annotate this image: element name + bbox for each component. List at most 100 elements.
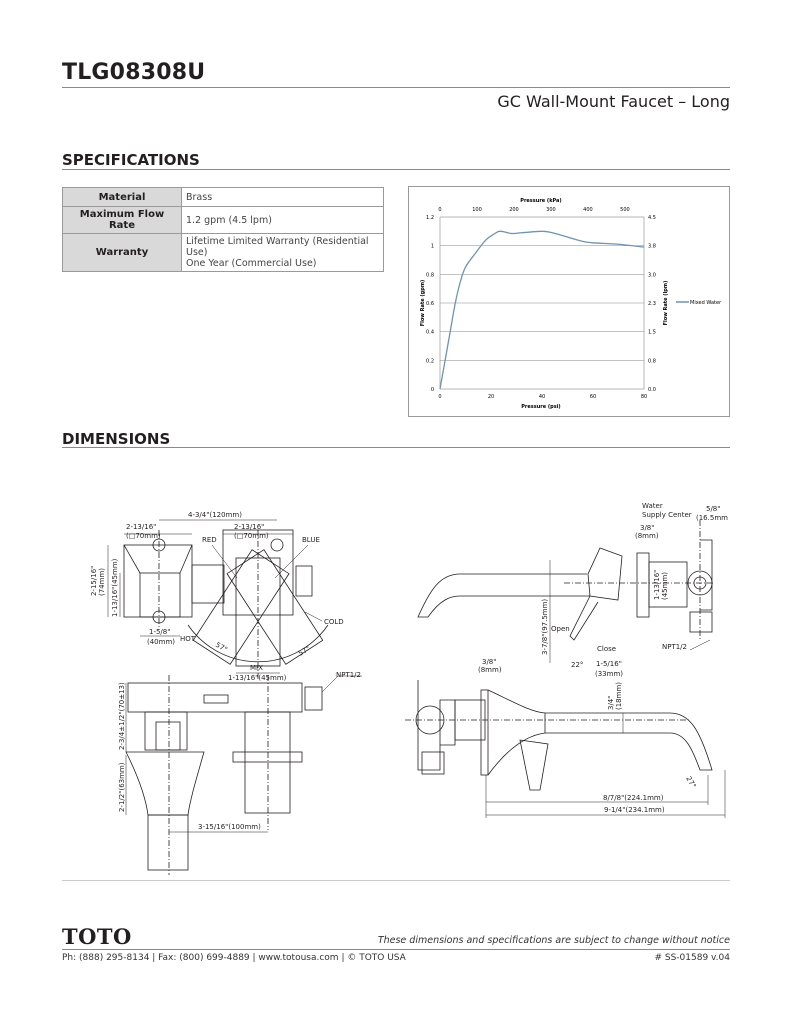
dim-label: (18mm) <box>615 682 623 710</box>
y2-tick-label: 3.8 <box>648 244 656 250</box>
dim-label: Open <box>551 625 570 633</box>
x2-tick-label: 200 <box>509 207 519 213</box>
dim-label: 3-15/16"(100mm) <box>198 823 261 831</box>
dim-label: 22° <box>571 661 583 669</box>
dim-label: 3/4" <box>607 696 615 711</box>
dim-label: 5/8" <box>706 505 721 513</box>
dim-label: 9-1/4"(234.1mm) <box>604 806 665 814</box>
y-axis-label: Flow Rate (gpm) <box>420 280 426 327</box>
y-tick-label: 1 <box>431 244 434 250</box>
spec-value: 1.2 gpm (4.5 lpm) <box>181 206 384 234</box>
y2-axis-label: Flow Rate (lpm) <box>663 281 669 326</box>
dim-label: 4-3/4"(120mm) <box>188 511 242 519</box>
x-tick-label: 40 <box>539 394 545 400</box>
table-row: Maximum Flow Rate 1.2 gpm (4.5 lpm) <box>62 206 384 234</box>
y2-tick-label: 0.8 <box>648 358 656 364</box>
dim-label: (8mm) <box>635 532 659 540</box>
x2-tick-label: 500 <box>620 207 630 213</box>
dimension-labels: 4-3/4"(120mm) 2-13/16" (□70mm) 2-13/16" … <box>90 502 728 831</box>
spec-label: Warranty <box>62 233 182 272</box>
dimensions-heading: DIMENSIONS <box>62 430 171 448</box>
dim-label: (45mm) <box>661 572 669 600</box>
y2-tick-label: 3.0 <box>648 272 656 278</box>
dim-label: RED <box>202 536 217 544</box>
x2-tick-label: 300 <box>546 207 556 213</box>
x-tick-label: 80 <box>641 394 647 400</box>
disclaimer: These dimensions and specifications are … <box>377 935 730 946</box>
dim-label: NPT1/2 <box>662 643 687 651</box>
y2-tick-label: 2.3 <box>648 301 656 307</box>
dim-label: (16.5mm <box>696 514 728 522</box>
dim-label: BLUE <box>302 536 320 544</box>
dim-label: 1-5/16" <box>596 660 622 668</box>
spec-value: Lifetime Limited Warranty (Residential U… <box>181 233 384 272</box>
flow-rate-chart: 0 0.0 0.2 0.8 0.4 1.5 0.6 2.3 0.8 3.0 1 3.8 1.2 4.5 0 2… <box>408 186 730 417</box>
dim-label: (8mm) <box>478 666 502 674</box>
y-tick-label: 0.8 <box>426 272 434 278</box>
y2-tick-label: 1.5 <box>648 330 656 336</box>
y2-tick-label: 4.5 <box>648 215 656 221</box>
title-divider <box>62 87 730 88</box>
x2-tick-label: 400 <box>583 207 593 213</box>
dim-label: 8/7/8"(224.1mm) <box>603 794 664 802</box>
dim-label: (74mm) <box>98 568 106 596</box>
dim-label: (40mm) <box>147 638 175 646</box>
series-line-mixed-water <box>439 230 645 390</box>
side-view-drawing <box>417 520 715 663</box>
y2-tick-label: 0.0 <box>648 387 656 393</box>
dim-label: 2-1/2"(63mm) <box>118 762 126 812</box>
x-tick-label: 20 <box>488 394 494 400</box>
table-row: Warranty Lifetime Limited Warranty (Resi… <box>62 233 384 272</box>
dim-label: 1-13/16"(45mm) <box>111 558 119 617</box>
y-tick-label: 0.2 <box>426 358 434 364</box>
dim-label: 57° <box>214 641 229 654</box>
dim-label: 2-3/4±1/2"(70±13) <box>118 682 126 750</box>
x2-tick-label: 0 <box>438 207 441 213</box>
specifications-heading: SPECIFICATIONS <box>62 151 200 169</box>
dim-label: COLD <box>324 618 344 626</box>
x-axis-label: Pressure (psi) <box>521 404 560 410</box>
product-name: GC Wall-Mount Faucet – Long <box>497 92 730 111</box>
y-tick-label: 0 <box>431 387 434 393</box>
dim-label: 27° <box>684 775 697 790</box>
top-view-drawing <box>405 680 726 818</box>
x-tick-label: 0 <box>438 394 441 400</box>
front-elevation-drawing <box>125 675 362 875</box>
dim-label: 2-13/16" <box>234 523 264 531</box>
dim-label: HOT <box>180 635 196 643</box>
spec-label: Maximum Flow Rate <box>62 206 182 234</box>
dim-label: 2-15/16" <box>90 566 98 596</box>
dim-label: Water <box>642 502 663 510</box>
dim-label: MIX <box>250 664 263 672</box>
model-number: TLG08308U <box>62 60 206 85</box>
y-tick-label: 0.6 <box>426 301 434 307</box>
legend-label: Mixed Water <box>690 300 722 306</box>
dim-label: (□70mm) <box>126 532 161 540</box>
dim-label: Supply Center <box>642 511 692 519</box>
dim-label: 1-13/16"(45mm) <box>228 674 287 682</box>
dim-label: 3/8" <box>640 524 655 532</box>
contact-info: Ph: (888) 295-8134 | Fax: (800) 699-4889… <box>62 953 406 963</box>
dimensions-divider <box>62 447 730 448</box>
warranty-residential: Lifetime Limited Warranty (Residential U… <box>186 236 369 258</box>
y-tick-label: 0.4 <box>426 330 434 336</box>
dim-label: 1-13/16" <box>653 570 661 600</box>
warranty-commercial: One Year (Commercial Use) <box>186 258 317 269</box>
dim-label: (33mm) <box>595 670 623 678</box>
document-number: # SS-01589 v.04 <box>654 953 730 963</box>
dim-label: NPT1/2 <box>336 671 361 679</box>
x-tick-label: 60 <box>590 394 596 400</box>
x2-tick-label: 100 <box>472 207 482 213</box>
dim-label: 2-13/16" <box>126 523 156 531</box>
dim-label: 3-7/8"(97.5mm) <box>541 599 549 655</box>
y-tick-label: 1.2 <box>426 215 434 221</box>
footer-divider <box>62 949 730 950</box>
specifications-table: Material Brass Maximum Flow Rate 1.2 gpm… <box>62 187 384 272</box>
spec-label: Material <box>62 187 182 207</box>
dim-label: 1-5/8" <box>149 628 170 636</box>
drawing-bottom-divider <box>62 880 730 881</box>
specifications-divider <box>62 169 730 170</box>
chart-canvas: 0 0.0 0.2 0.8 0.4 1.5 0.6 2.3 0.8 3.0 1 3.8 1.2 4.5 0 2… <box>420 198 722 410</box>
dim-label: 3/8" <box>482 658 497 666</box>
